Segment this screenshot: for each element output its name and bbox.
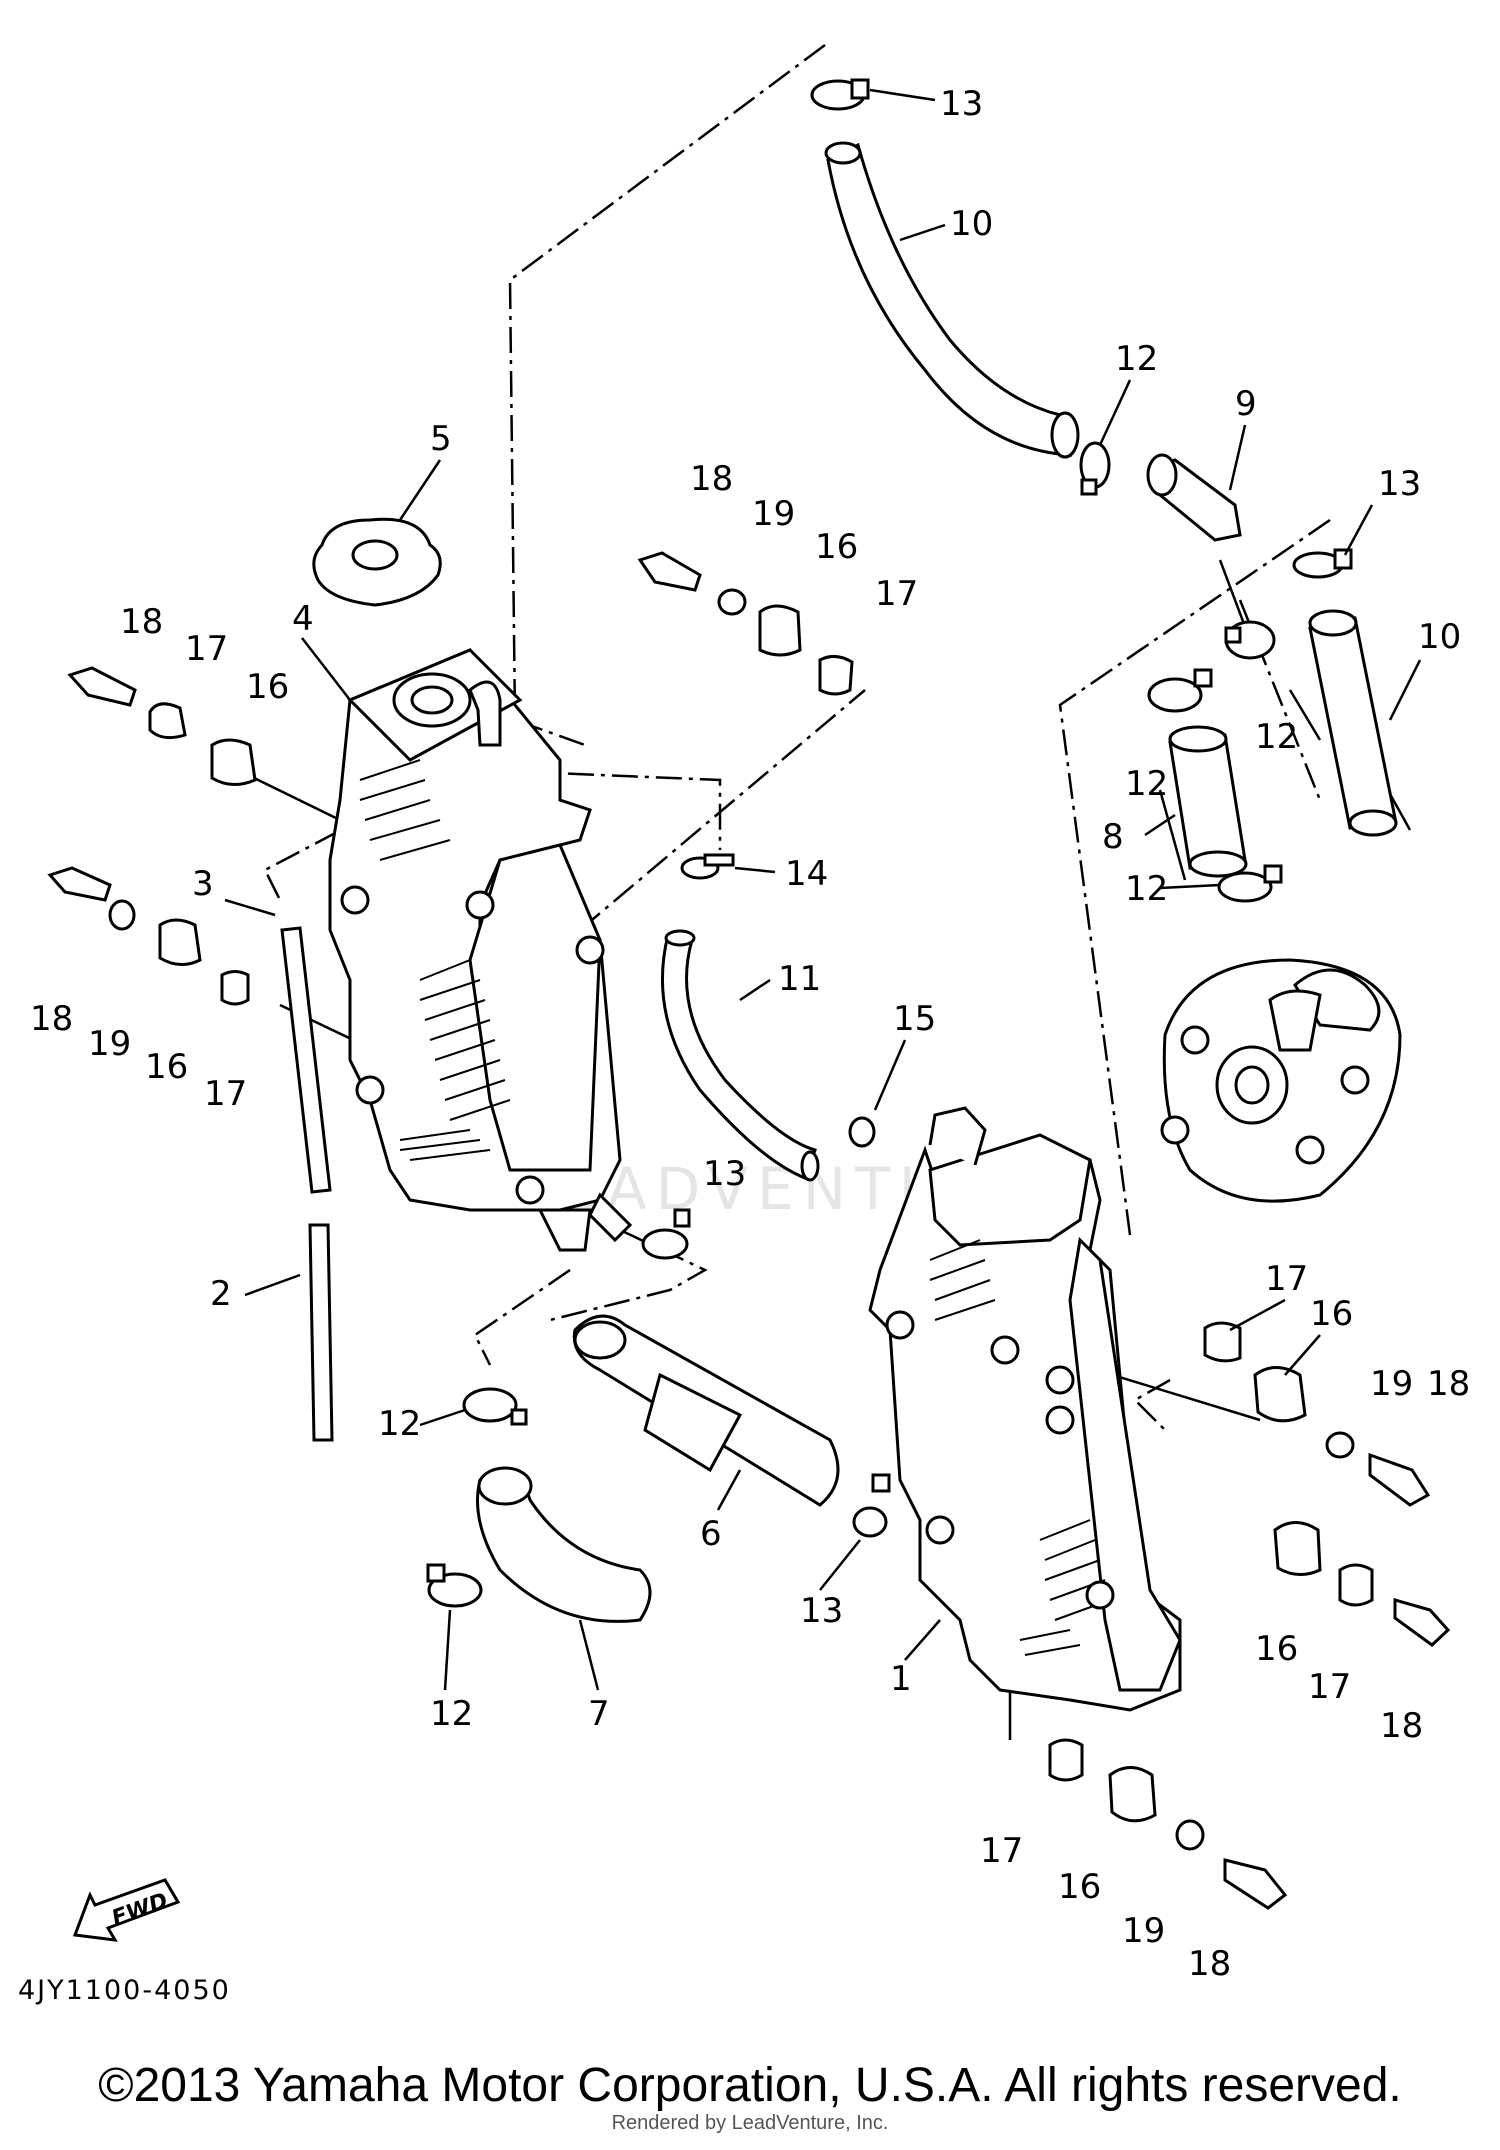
callout-19: 19 xyxy=(1370,1364,1413,1404)
callout-6: 6 xyxy=(700,1514,722,1554)
drawing-code: 4JY1100-4050 xyxy=(18,1975,231,2006)
callout-leaders xyxy=(224,88,1422,1691)
callout-16: 16 xyxy=(1310,1294,1353,1334)
callout-16: 16 xyxy=(145,1047,188,1087)
callout-19: 19 xyxy=(752,494,795,534)
callout-17: 17 xyxy=(1308,1667,1351,1707)
callout-10: 10 xyxy=(950,204,993,244)
callout-18: 18 xyxy=(30,999,73,1039)
callout-16: 16 xyxy=(246,667,289,707)
callout-9: 9 xyxy=(1235,384,1257,424)
callout-12: 12 xyxy=(1115,339,1158,379)
callout-12: 12 xyxy=(378,1404,421,1444)
radiator-cap xyxy=(312,517,442,607)
left-radiator xyxy=(328,648,633,1252)
callout-12: 12 xyxy=(430,1694,473,1734)
callout-17: 17 xyxy=(1265,1259,1308,1299)
callout-18: 18 xyxy=(690,459,733,499)
callout-4: 4 xyxy=(292,599,314,639)
callout-15: 15 xyxy=(893,999,936,1039)
callout-1: 1 xyxy=(890,1659,912,1699)
callout-19: 19 xyxy=(1122,1911,1165,1951)
rendered-by-credit: Rendered by LeadVenture, Inc. xyxy=(611,2112,889,2134)
callout-16: 16 xyxy=(1255,1629,1298,1669)
callout-10: 10 xyxy=(1418,617,1461,657)
callout-14: 14 xyxy=(785,854,828,894)
callout-13: 13 xyxy=(703,1154,746,1194)
fwd-arrow: FWD xyxy=(72,1878,181,1942)
right-radiator xyxy=(868,1106,1182,1712)
callout-18: 18 xyxy=(1427,1364,1470,1404)
callout-16: 16 xyxy=(815,527,858,567)
callout-18: 18 xyxy=(120,602,163,642)
callout-8: 8 xyxy=(1102,817,1124,857)
callout-labels: 13 10 12 9 13 10 12 12 8 12 5 18 19 16 1… xyxy=(30,84,1470,1984)
callout-19: 19 xyxy=(88,1024,131,1064)
callout-17: 17 xyxy=(185,629,228,669)
callout-13: 13 xyxy=(940,84,983,124)
callout-7: 7 xyxy=(588,1694,610,1734)
callout-16: 16 xyxy=(1058,1867,1101,1907)
hoses xyxy=(280,141,1398,1623)
callout-11: 11 xyxy=(778,959,821,999)
leader-lines xyxy=(263,43,1331,1431)
copyright-notice: ©2013 Yamaha Motor Corporation, U.S.A. A… xyxy=(98,2059,1402,2112)
callout-3: 3 xyxy=(192,864,214,904)
callout-5: 5 xyxy=(430,419,452,459)
callout-17: 17 xyxy=(204,1074,247,1114)
hose-clamps xyxy=(426,78,1353,1608)
callout-13: 13 xyxy=(800,1591,843,1631)
callout-17: 17 xyxy=(980,1831,1023,1871)
callout-17: 17 xyxy=(875,574,918,614)
cylinder-head xyxy=(1160,958,1402,1203)
callout-12: 12 xyxy=(1255,717,1298,757)
mounting-hardware xyxy=(47,551,1451,1910)
callout-13: 13 xyxy=(1378,464,1421,504)
callout-18: 18 xyxy=(1188,1944,1231,1984)
callout-2: 2 xyxy=(210,1274,232,1314)
callout-18: 18 xyxy=(1380,1706,1423,1746)
